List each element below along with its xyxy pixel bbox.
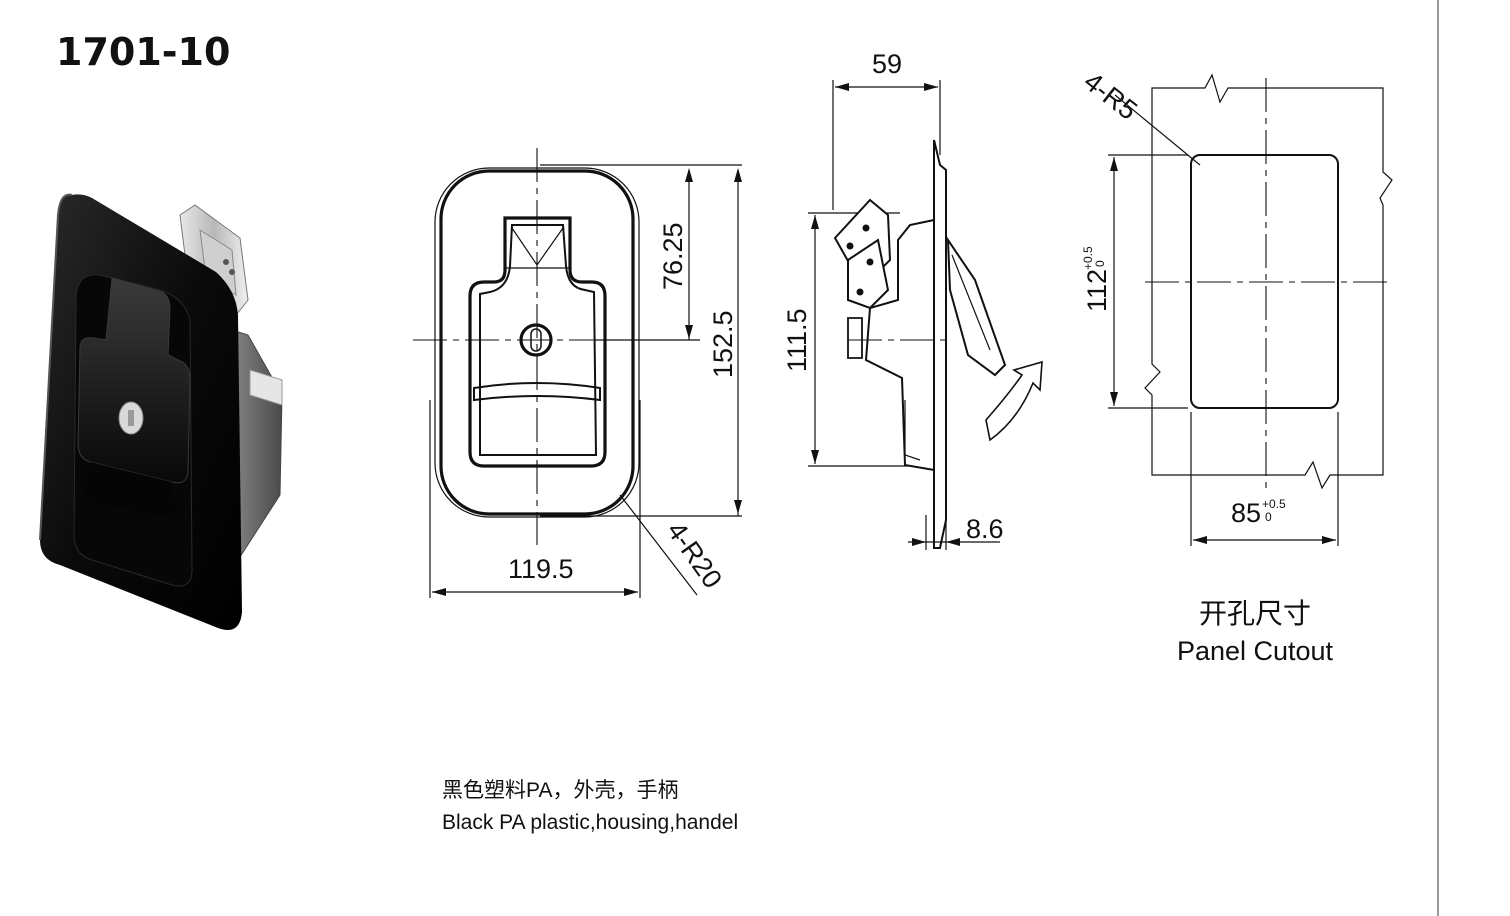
dim-cutout-width: 85 +0.5 0 (1231, 497, 1286, 528)
cutout-view: 112 +0.5 0 85 +0.5 0 4-R5 (1078, 66, 1393, 546)
front-key-cylinder (519, 323, 553, 357)
svg-text:0: 0 (1093, 260, 1107, 267)
material-note: 黑色塑料PA，外壳，手柄 Black PA plastic,housing,ha… (442, 775, 738, 839)
paddle-handle (77, 277, 191, 484)
dim-body-height: 111.5 (782, 308, 812, 372)
dim-handle-height: 76.25 (658, 222, 688, 290)
material-note-cn: 黑色塑料PA，外壳，手柄 (442, 779, 679, 802)
svg-text:112: 112 (1082, 269, 1112, 312)
product-render (39, 193, 283, 630)
cutout-caption-en: Panel Cutout (1176, 636, 1334, 666)
dim-flange-thickness: 8.6 (966, 514, 1004, 544)
dim-overall-width: 119.5 (508, 554, 574, 584)
side-handle-open (946, 236, 1007, 377)
side-flange (933, 139, 947, 549)
svg-text:+0.5: +0.5 (1262, 497, 1286, 511)
side-housing (864, 218, 935, 472)
svg-text:+0.5: +0.5 (1081, 246, 1095, 270)
dim-cutout-height: 112 +0.5 0 (1081, 246, 1112, 312)
svg-text:0: 0 (1265, 510, 1272, 524)
dim-corner-radius-cutout: 4-R5 (1078, 66, 1143, 126)
cutout-caption: 开孔尺寸 Panel Cutout (1170, 592, 1340, 667)
front-view: 76.25 152.5 119.5 4-R20 (413, 148, 742, 598)
side-view: 59 111.5 8.6 (782, 49, 1043, 550)
svg-text:85: 85 (1231, 498, 1261, 528)
cutout-caption-cn: 开孔尺寸 (1198, 597, 1311, 630)
dim-corner-radius-front: 4-R20 (661, 516, 728, 593)
rotation-arrow-icon (985, 360, 1043, 442)
material-note-en: Black PA plastic,housing,handel (442, 811, 739, 834)
right-divider (1437, 0, 1439, 916)
dim-depth: 59 (872, 49, 902, 79)
dim-overall-height: 152.5 (708, 310, 738, 378)
part-number-title: 1701-10 (56, 30, 231, 74)
